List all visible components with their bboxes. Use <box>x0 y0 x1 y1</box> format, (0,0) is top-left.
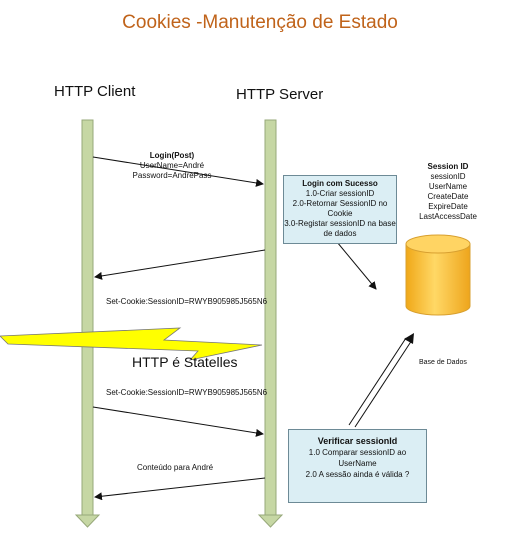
login-step: 2.0-Retornar SessionID no <box>292 199 388 208</box>
content-arrow <box>94 477 266 501</box>
verify-box: Verificar sessionId 1.0 Comparar session… <box>288 429 427 503</box>
verify-title: Verificar sessionId <box>317 436 398 446</box>
server-label: HTTP Server <box>236 86 324 103</box>
login-step: 1.0-Criar sessionID <box>305 189 375 198</box>
database-icon <box>405 234 471 316</box>
session-title: Session ID <box>427 162 469 171</box>
verify-step: UserName <box>338 459 377 468</box>
session-field: sessionID <box>430 172 466 181</box>
login-message: Login(Post) UserName=André Password=Andr… <box>122 151 222 181</box>
response-arrow <box>94 249 266 280</box>
client-label: HTTP Client <box>54 83 136 100</box>
set-cookie-label: Set-Cookie:SessionID=RWYB905985J565N6 <box>106 297 268 306</box>
login-arrow <box>92 156 264 187</box>
session-field: UserName <box>428 182 468 191</box>
register-arrow <box>336 241 377 290</box>
login-success-box: Login com Sucesso 1.0-Criar sessionID 2.… <box>283 175 397 244</box>
login-step: de dados <box>323 229 357 238</box>
content-label: Conteúdo para André <box>137 463 214 472</box>
database-label: Base de Dados <box>419 359 467 366</box>
verify-step: 2.0 A sessão ainda é válida ? <box>305 470 410 479</box>
login-message-password: Password=AndrePass <box>132 171 212 180</box>
session-field: ExpireDate <box>428 202 468 211</box>
server-lifeline <box>257 119 284 528</box>
set-cookie-label-2: Set-Cookie:SessionID=RWYB905985J565N6 <box>106 388 268 397</box>
session-fields: Session ID sessionID UserName CreateDate… <box>400 162 496 222</box>
login-step: 3.0-Registar sessionID na base <box>284 219 396 228</box>
stateless-label: HTTP é Statelles <box>132 354 238 370</box>
diagram-title: Cookies -Manutenção de Estado <box>122 12 398 33</box>
client-lifeline <box>74 119 101 528</box>
session-field: LastAccessDate <box>419 212 477 221</box>
login-message-title: Login(Post) <box>149 151 195 160</box>
verify-step: 1.0 Comparar sessionID ao <box>308 448 407 457</box>
database-link <box>348 333 414 428</box>
cookie-request-arrow <box>92 406 264 437</box>
login-success-title: Login com Sucesso <box>302 179 378 188</box>
lightning-icon <box>0 327 263 361</box>
login-message-username: UserName=André <box>139 161 205 170</box>
login-step: Cookie <box>327 209 353 218</box>
session-field: CreateDate <box>427 192 469 201</box>
